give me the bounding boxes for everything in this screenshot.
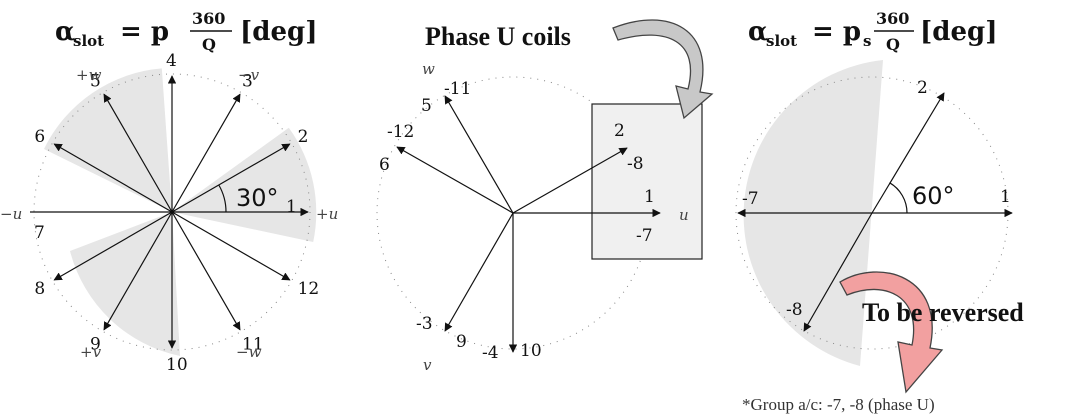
- coil-label-2: 2: [614, 121, 625, 141]
- coil-label-minus-8: -8: [627, 154, 644, 174]
- fraction-denominator: Q: [886, 35, 900, 54]
- vector-minus-8: [803, 212, 873, 332]
- phase-label-minus-v: −v: [238, 66, 260, 84]
- fraction-numerator: 360: [876, 9, 909, 28]
- equals-p: = p: [120, 17, 169, 47]
- slot-vector-6: [53, 143, 173, 213]
- angle-label-60: 60°: [912, 182, 955, 210]
- sector-plus-v: [70, 212, 180, 356]
- vector-label-minus-7: -7: [742, 189, 759, 209]
- slot-vector-9: [103, 211, 173, 331]
- slot-label-11: 11: [242, 335, 264, 355]
- slot-vector-8: [53, 211, 173, 281]
- vector-v: [444, 212, 514, 332]
- slot-label-minus-3: -3: [416, 314, 433, 334]
- slot-label-5: 5: [421, 96, 432, 116]
- slot-label-minus-12: -12: [387, 122, 414, 142]
- slot-label-6: 6: [379, 155, 390, 175]
- slot-label-7: 7: [34, 223, 45, 243]
- slot-label-4: 4: [166, 51, 177, 71]
- vector-label-1: 1: [1000, 187, 1011, 207]
- slot-label-10: 10: [166, 355, 188, 375]
- slot-label-6: 6: [34, 127, 45, 147]
- middle-panel: w u v 2 -8 1 -7 -11 5 -12 6 -3 9 -4 10 P…: [376, 19, 714, 374]
- phase-label-minus-u: −u: [0, 205, 22, 223]
- right-formula: α slot = p s 360 Q [deg]: [748, 9, 998, 54]
- phase-label-minus-w: −w: [236, 343, 262, 361]
- vector-2: [512, 147, 628, 214]
- coil-label-1: 1: [644, 187, 655, 207]
- to-be-reversed-callout: To be reversed: [862, 298, 1024, 327]
- phase-label-plus-u: +u: [316, 205, 338, 223]
- slot-label-10: 10: [520, 341, 542, 361]
- left-formula: α slot = p 360 Q [deg]: [55, 9, 318, 54]
- vector-w: [444, 95, 514, 214]
- phase-label-plus-w: +w: [76, 66, 102, 84]
- slot-label-3: 3: [242, 71, 253, 91]
- slot-label-1: 1: [286, 197, 297, 217]
- left-dotted-circle: [33, 73, 311, 351]
- group-note: *Group a/c: -7, -8 (phase U): [742, 395, 935, 414]
- vector-label-2: 2: [917, 78, 928, 98]
- alpha-subscript: slot: [73, 32, 104, 50]
- p-subscript: s: [863, 32, 871, 50]
- alpha-symbol: α: [748, 17, 768, 47]
- slot-label-12: 12: [298, 279, 320, 299]
- phase-label-u: u: [679, 206, 689, 224]
- phase-u-coils-title: Phase U coils: [425, 22, 571, 51]
- angle-arc-30: [218, 184, 227, 213]
- slot-label-9: 9: [90, 335, 101, 355]
- alpha-subscript: slot: [766, 32, 797, 50]
- gray-callout-arrow-icon: [612, 19, 714, 120]
- equals-p: = p: [812, 17, 861, 47]
- sector-plus-w: [44, 68, 172, 213]
- phase-label-w: w: [422, 60, 435, 78]
- right-panel: α slot = p s 360 Q [deg] 60° 2 -7 1 -8 T…: [735, 9, 1024, 414]
- vector-2: [871, 92, 945, 214]
- sector-plus-u: [172, 127, 317, 242]
- slot-vector-2: [171, 143, 291, 213]
- alpha-symbol: α: [55, 17, 75, 47]
- slot-label-8: 8: [34, 279, 45, 299]
- phase-u-coil-box: [591, 103, 703, 260]
- phase-label-v: v: [423, 356, 432, 374]
- slot-vector-5: [103, 93, 173, 213]
- slot-vector-12: [171, 211, 291, 281]
- coil-label-minus-7: -7: [636, 226, 653, 246]
- phase-label-plus-v: +v: [80, 343, 102, 361]
- slot-label-2: 2: [298, 127, 309, 147]
- fraction-numerator: 360: [192, 9, 225, 28]
- slot-vector-3: [171, 93, 241, 213]
- slot-label-9: 9: [456, 332, 467, 352]
- slot-vector-11: [171, 211, 241, 331]
- pink-reverse-arrow-icon: [839, 271, 944, 394]
- slot-label-minus-11: -11: [444, 79, 471, 99]
- vector-label-minus-8: -8: [786, 300, 803, 320]
- formula-unit: [deg]: [920, 17, 998, 47]
- formula-unit: [deg]: [240, 17, 318, 47]
- slot-label-5: 5: [90, 71, 101, 91]
- fraction-denominator: Q: [202, 35, 216, 54]
- slot-label-minus-4: -4: [482, 343, 499, 363]
- angle-arc-60: [889, 182, 908, 214]
- angle-label-30: 30°: [236, 184, 279, 212]
- vector-6: [396, 146, 514, 214]
